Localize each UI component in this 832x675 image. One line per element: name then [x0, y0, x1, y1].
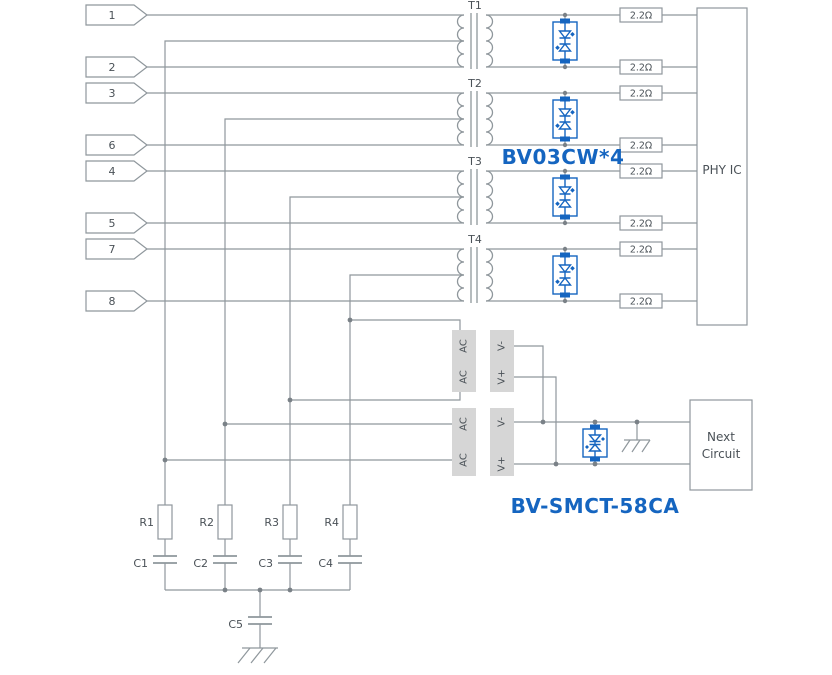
pin-label: 4	[109, 165, 116, 178]
next-circuit-label-line1: Next	[707, 430, 735, 444]
bridge1-vplus-label: V+	[497, 369, 508, 384]
connector-pin-7: 7	[85, 238, 148, 260]
ground-symbol-output	[621, 439, 651, 453]
pin-label: 7	[109, 243, 116, 256]
series-resistor-2b: 2.2Ω	[619, 137, 663, 153]
resistor-value: 2.2Ω	[630, 63, 652, 74]
bridge-tvs-component	[582, 424, 608, 462]
transformer-label: T3	[467, 155, 482, 168]
tvs-array-3	[552, 173, 578, 221]
resistor-label: R2	[199, 516, 214, 529]
capacitor-c2: C2	[193, 555, 237, 570]
tvs-array-1	[552, 17, 578, 65]
connector-pin-5: 5	[85, 212, 148, 234]
resistor-value: 2.2Ω	[630, 297, 652, 308]
connector-pin-3: 3	[85, 82, 148, 104]
pin-label: 2	[109, 61, 116, 74]
capacitor-label: C2	[193, 557, 208, 570]
transformer-t1: T1	[456, 0, 494, 69]
transformer-label: T4	[467, 233, 482, 246]
center-tap-wires	[164, 40, 464, 505]
phy-ic-label: PHY IC	[702, 163, 741, 177]
next-circuit-label-line2: Circuit	[702, 447, 741, 461]
series-resistor-1b: 2.2Ω	[619, 59, 663, 75]
series-resistor-2a: 2.2Ω	[619, 85, 663, 101]
tvs-array-part-label: BV03CW*4	[502, 145, 625, 169]
capacitor-label: C1	[133, 557, 148, 570]
bridge-rectifier-1: AC AC V- V+	[452, 330, 514, 392]
capacitor-label: C5	[228, 618, 243, 631]
bridge-tvs-part-label: BV-SMCT-58CA	[511, 494, 680, 518]
capacitor-c1: C1	[133, 555, 177, 570]
transformer-label: T1	[467, 0, 482, 12]
bridge-rectifier-2: AC AC V- V+	[452, 408, 514, 476]
connector-pin-6: 6	[85, 134, 148, 156]
pin-to-transformer-wires	[147, 14, 464, 302]
transformer-t4: T4	[456, 233, 494, 303]
bridge1-ac2-label: AC	[459, 370, 470, 384]
resistor-value: 2.2Ω	[630, 245, 652, 256]
termination-resistor-r4: R4	[324, 504, 358, 540]
bridge1-ac1-label: AC	[459, 339, 470, 353]
series-resistor-3b: 2.2Ω	[619, 215, 663, 231]
connector-pin-4: 4	[85, 160, 148, 182]
ground-symbol-bottom	[237, 647, 278, 664]
resistor-value: 2.2Ω	[630, 219, 652, 230]
bridge2-vminus-label: V-	[497, 417, 508, 427]
next-circuit-block: Next Circuit	[689, 399, 753, 491]
termination-resistor-r1: R1	[139, 504, 173, 540]
capacitor-c4: C4	[318, 555, 362, 570]
connector-pin-2: 2	[85, 56, 148, 78]
connector-pin-1: 1	[85, 4, 148, 26]
capacitor-c5: C5	[228, 616, 272, 631]
bridge-feed-wires	[165, 319, 461, 461]
connector-pin-8: 8	[85, 290, 148, 312]
series-resistor-4a: 2.2Ω	[619, 241, 663, 257]
pin-label: 8	[109, 295, 116, 308]
transformer-t3: T3	[456, 155, 494, 225]
junction-dots	[162, 12, 640, 593]
termination-resistor-r2: R2	[199, 504, 233, 540]
bridge2-vplus-label: V+	[497, 456, 508, 471]
resistor-value: 2.2Ω	[630, 167, 652, 178]
bridge2-ac2-label: AC	[459, 453, 470, 467]
resistor-label: R1	[139, 516, 154, 529]
transformer-label: T2	[467, 77, 482, 90]
pin-label: 1	[109, 9, 116, 22]
capacitor-label: C3	[258, 557, 273, 570]
series-resistor-1a: 2.2Ω	[619, 7, 663, 23]
tvs-array-4	[552, 251, 578, 299]
termination-wires	[164, 539, 351, 648]
resistor-value: 2.2Ω	[630, 89, 652, 100]
resistor-value: 2.2Ω	[630, 141, 652, 152]
pin-label: 6	[109, 139, 116, 152]
tvs-array-2	[552, 95, 578, 143]
capacitor-c3: C3	[258, 555, 302, 570]
transformer-t2: T2	[456, 77, 494, 147]
bridge2-ac1-label: AC	[459, 417, 470, 431]
bridge1-vminus-label: V-	[497, 341, 508, 351]
termination-resistor-r3: R3	[264, 504, 298, 540]
series-resistor-3a: 2.2Ω	[619, 163, 663, 179]
capacitor-label: C4	[318, 557, 333, 570]
resistor-label: R4	[324, 516, 339, 529]
pin-label: 5	[109, 217, 116, 230]
pin-label: 3	[109, 87, 116, 100]
resistor-value: 2.2Ω	[630, 11, 652, 22]
phy-ic-block: PHY IC	[696, 7, 748, 326]
series-resistor-4b: 2.2Ω	[619, 293, 663, 309]
resistor-label: R3	[264, 516, 279, 529]
